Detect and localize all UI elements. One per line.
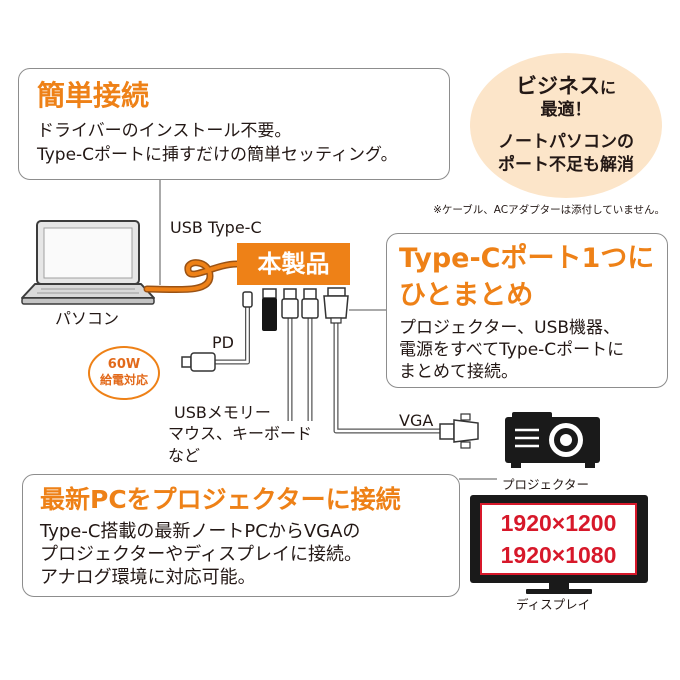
projector-connection-line: Type-C搭載の最新ノートPCからVGAの <box>40 521 361 542</box>
projector-lens-glass <box>560 434 572 446</box>
usb-plug-metal <box>303 288 317 300</box>
usb-stick-metal <box>262 288 277 299</box>
laptop-base <box>21 283 155 299</box>
projector-foot <box>585 463 595 468</box>
projector-foot <box>511 463 521 468</box>
laptop-label: パソコン <box>55 309 120 328</box>
vga-plug-icon <box>323 287 349 324</box>
display-screen: 1920×1200 1920×1080 <box>480 503 637 575</box>
display-label: ディスプレイ <box>516 597 591 612</box>
usb-a-plug-icon <box>301 288 319 319</box>
badge-line-4: ポート不足も解消 <box>498 155 634 175</box>
laptop-icon <box>21 220 155 305</box>
power-wattage: 60W <box>107 357 141 372</box>
vga-end-body <box>453 419 479 443</box>
single-port-callout: Type-Cポート1つに ひとまとめ プロジェクター、USB機器、 電源をすべて… <box>386 233 668 388</box>
usb-a-plug-icon <box>262 288 277 331</box>
projector-connection-line: アナログ環境に対応可能。 <box>40 567 256 588</box>
projector-connection-line: プロジェクターやディスプレイに接続。 <box>40 544 363 565</box>
easy-connection-title: 簡単接続 <box>37 79 150 112</box>
vga-plug-boot <box>330 317 342 324</box>
pd-cable-core <box>215 306 249 364</box>
resolution-value: 1920×1080 <box>500 542 617 568</box>
vga-end-screw <box>460 413 471 421</box>
usb-type-c-cable-core <box>145 260 239 292</box>
projector-label: プロジェクター <box>502 477 590 492</box>
vga-cable-core <box>334 322 441 433</box>
product-box: 本製品 <box>237 243 350 285</box>
usb-a-plug-icon <box>281 288 299 319</box>
usb-c-plug-body <box>242 291 253 308</box>
usb-device-label: USBメモリー <box>174 403 271 422</box>
display-stand-neck <box>549 583 569 589</box>
power-text: 給電対応 <box>99 373 148 387</box>
display-stand-base <box>526 589 592 594</box>
usb-device-label: マウス、キーボード <box>168 424 313 443</box>
easy-connection-line: ドライバーのインストール不要。 <box>37 121 292 141</box>
vga-end-boot <box>439 423 455 440</box>
resolution-value: 1920×1200 <box>500 510 617 536</box>
single-port-line: プロジェクター、USB機器、 <box>399 318 621 338</box>
usb-plug-metal <box>283 288 297 300</box>
pd-label: PD <box>212 333 234 352</box>
laptop-screen <box>43 227 133 279</box>
single-port-title: ひとまとめ <box>399 280 534 311</box>
usb-c-plug-icon <box>242 291 253 308</box>
power-delivery-badge: 60W 給電対応 <box>88 346 160 400</box>
single-port-line: 電源をすべてType-Cポートに <box>399 340 625 360</box>
power-plug-tip <box>181 356 192 368</box>
vga-plug-screw <box>327 287 346 297</box>
accessory-note: ※ケーブル、ACアダプターは添付していません。 <box>433 204 665 216</box>
badge-emphasis: ビジネス <box>515 74 600 98</box>
single-port-line: まとめて接続。 <box>399 362 518 382</box>
usb-plug-body <box>301 298 319 319</box>
vga-cable <box>333 322 441 434</box>
badge-line-1: ビジネスに <box>470 73 662 101</box>
projector-icon <box>505 412 600 468</box>
vga-plug-icon <box>439 413 479 449</box>
badge-line-2: 最適！ <box>540 100 592 120</box>
usb-device-label: など <box>168 446 201 465</box>
laptop-front-lip <box>21 297 155 305</box>
business-badge: ビジネスに 最適！ ノートパソコンの ポート不足も解消 <box>470 53 662 198</box>
badge-suffix: に <box>599 78 616 97</box>
usb-stick-body <box>262 298 277 331</box>
power-plug-body <box>190 352 216 372</box>
usb-plug-body <box>281 298 299 319</box>
vga-label: VGA <box>399 411 434 430</box>
badge-line-3: ノートパソコンの <box>498 132 634 152</box>
usb-type-c-label: USB Type-C <box>170 218 262 237</box>
projector-connection-title: 最新PCをプロジェクターに接続 <box>40 485 401 514</box>
easy-connection-callout: 簡単接続 ドライバーのインストール不要。 Type-Cポートに挿すだけの簡単セッ… <box>18 68 450 180</box>
usb-cables <box>287 318 313 421</box>
easy-connection-line: Type-Cポートに挿すだけの簡単セッティング。 <box>37 145 398 165</box>
pd-cable <box>215 306 250 365</box>
vga-plug-body <box>323 295 349 319</box>
single-port-title: Type-Cポート1つに <box>399 243 655 274</box>
usb-type-c-cable <box>143 259 241 294</box>
power-plug-icon <box>181 352 216 372</box>
vga-end-screw <box>460 441 471 449</box>
projector-connection-callout: 最新PCをプロジェクターに接続 Type-C搭載の最新ノートPCからVGAの プ… <box>22 474 460 597</box>
display-stand <box>526 583 592 594</box>
